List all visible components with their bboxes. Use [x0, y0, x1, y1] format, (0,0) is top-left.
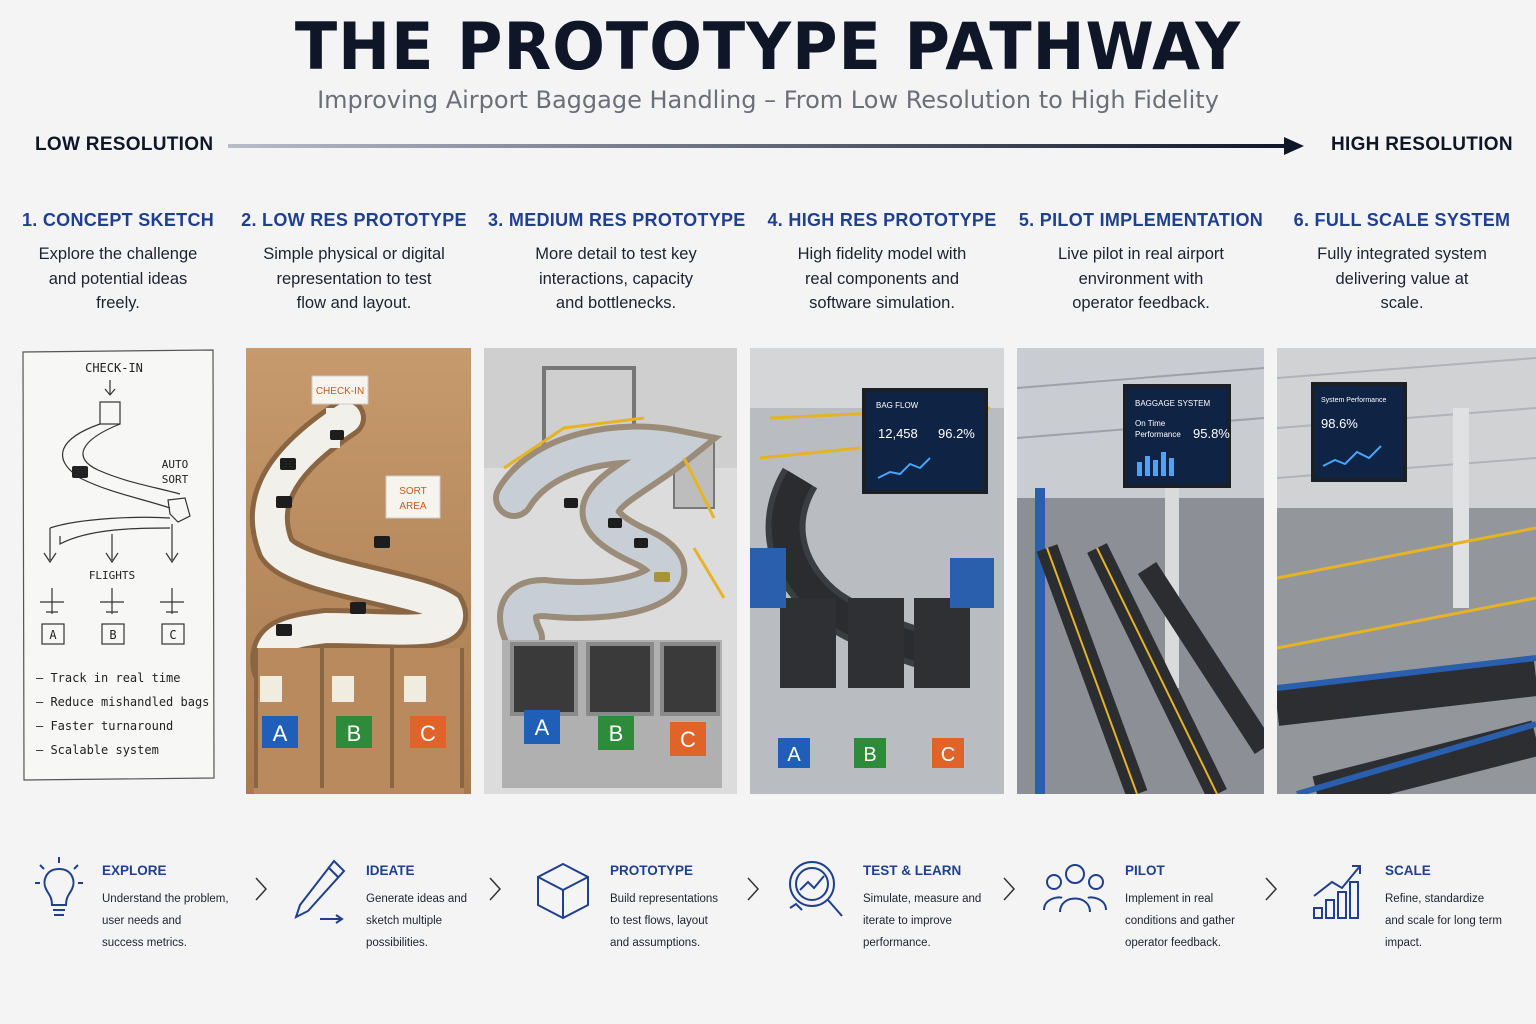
lowres-bin-a: A [273, 721, 288, 746]
step-title-pilot: PILOT [1125, 863, 1165, 878]
page-subtitle: Improving Airport Baggage Handling – Fro… [317, 86, 1219, 114]
lowres-bin-c: C [420, 721, 436, 746]
medres-bin-c: C [680, 727, 696, 752]
full-metric: 98.6% [1321, 416, 1358, 431]
lowres-checkin-label: CHECK-IN [316, 386, 364, 397]
sketch-gate-a: A [49, 628, 57, 642]
step-title-scale: SCALE [1385, 863, 1431, 878]
stage-title-full-scale: 6. FULL SCALE SYSTEM [1293, 210, 1511, 230]
sketch-autosort-line1: AUTO [162, 458, 189, 471]
sketch-checkin-label: CHECK-IN [85, 361, 143, 375]
highres-bin-a: A [787, 744, 801, 766]
sketch-gate-c: C [169, 628, 176, 642]
panel-low-res-prototype: CHECK-IN SORT AREA A B C [246, 348, 471, 794]
plane-icon [40, 588, 184, 614]
panel-full-scale-system: System Performance 98.6% [1277, 348, 1536, 794]
lightbulb-icon [35, 857, 83, 916]
pilot-metric: 95.8% [1193, 426, 1230, 441]
sketch-note-2: – Reduce mishandled bags [36, 695, 209, 709]
stage-title-medium-res: 3. MEDIUM RES PROTOTYPE [488, 210, 746, 230]
cube-icon [537, 862, 589, 920]
sketch-note-3: – Faster turnaround [36, 719, 173, 733]
highres-bin-c: C [941, 744, 955, 766]
panel-medium-res-prototype: A B C [484, 348, 737, 794]
low-resolution-label: LOW RESOLUTION [35, 134, 214, 155]
page-title: THE PROTOTYPE PATHWAY [294, 8, 1242, 85]
highres-screen-title: BAG FLOW [876, 401, 919, 410]
magnifier-chart-icon [789, 861, 843, 917]
chevron-right-icon [1003, 877, 1016, 901]
sketch-note-4: – Scalable system [36, 743, 159, 757]
growth-chart-icon [1313, 865, 1361, 919]
chevron-right-icon [1265, 877, 1278, 901]
high-resolution-label: HIGH RESOLUTION [1331, 134, 1513, 155]
sketch-gate-b: B [109, 628, 116, 642]
chevron-right-icon [747, 877, 760, 901]
highres-metric-bags: 12,458 [878, 426, 918, 441]
stage-title-concept-sketch: 1. CONCEPT SKETCH [21, 210, 215, 230]
full-screen-title: System Performance [1321, 397, 1386, 404]
highres-metric-rate: 96.2% [938, 426, 975, 441]
sketch-note-1: – Track in real time [36, 671, 181, 685]
medres-bin-a: A [535, 715, 550, 740]
pilot-screen-title: BAGGAGE SYSTEM [1135, 399, 1210, 408]
lowres-sort-line2: AREA [399, 501, 427, 512]
stage-title-pilot: 5. PILOT IMPLEMENTATION [1018, 210, 1264, 230]
stage-title-high-res: 4. HIGH RES PROTOTYPE [767, 210, 997, 230]
step-title-test-learn: TEST & LEARN [863, 863, 962, 878]
sketch-flights-label: FLIGHTS [89, 569, 135, 582]
chevron-right-icon [489, 877, 502, 901]
pencil-icon [294, 859, 346, 924]
team-icon [1043, 864, 1107, 913]
stage-title-low-res: 2. LOW RES PROTOTYPE [241, 210, 467, 230]
sketch-autosort-line2: SORT [162, 473, 189, 486]
medres-bin-b: B [609, 721, 624, 746]
resolution-arrow [228, 137, 1304, 155]
lowres-sort-line1: SORT [399, 486, 427, 497]
panel-high-res-prototype: BAG FLOW 12,458 96.2% A B C [750, 348, 1004, 794]
step-title-prototype: PROTOTYPE [610, 863, 694, 878]
chevron-right-icon [255, 877, 268, 901]
lowres-bin-b: B [347, 721, 362, 746]
step-title-ideate: IDEATE [366, 863, 415, 878]
highres-bin-b: B [863, 744, 876, 766]
panel-concept-sketch: CHECK-IN AUTO SORT FLIGHTS A B C – Track… [20, 348, 216, 794]
panel-pilot-implementation: BAGGAGE SYSTEM On Time Performance 95.8% [1017, 348, 1264, 794]
pilot-label-line2: Performance [1135, 430, 1181, 439]
step-title-explore: EXPLORE [102, 863, 167, 878]
pilot-label-line1: On Time [1135, 419, 1166, 428]
